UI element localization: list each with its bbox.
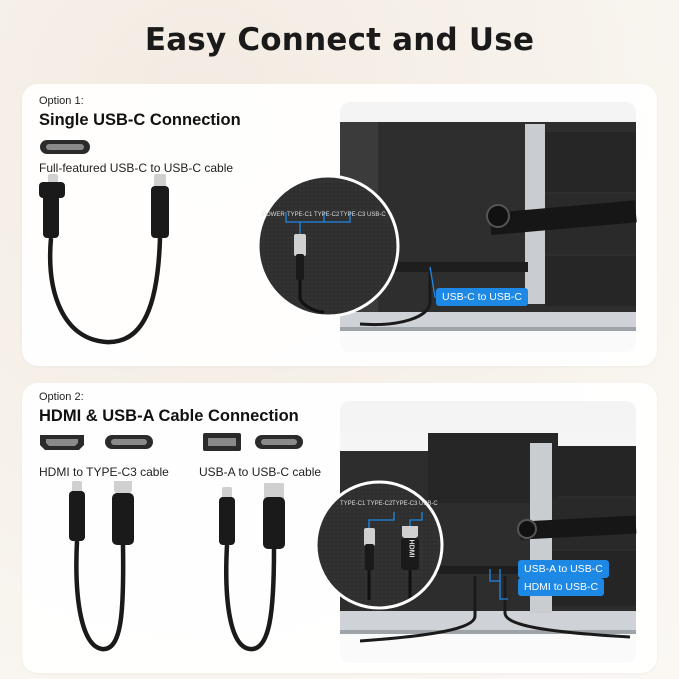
- option2-heading: HDMI & USB-A Cable Connection: [39, 407, 299, 425]
- hdmi-to-usb-c-cable-icon: [69, 481, 134, 652]
- port-label-type-c2-2: TYPE-C2: [367, 501, 393, 507]
- hdmi-plug-text: HDMI: [407, 539, 415, 558]
- port-label-type-c1-2: TYPE-C1: [340, 501, 366, 507]
- port-zoom-magnifier: [256, 174, 400, 318]
- hdmi-cable-caption: HDMI to TYPE-C3 cable: [39, 465, 169, 479]
- option1-label: Option 1:: [39, 95, 84, 107]
- usb-c-port-icon-2: [105, 435, 153, 449]
- usb-c-port-icon: [40, 140, 90, 154]
- port-zoom-magnifier-2: [314, 480, 444, 610]
- option1-cable-caption: Full-featured USB-C to USB-C cable: [39, 161, 234, 175]
- page-title: Easy Connect and Use: [144, 22, 535, 58]
- port-label-power: POWER: [262, 212, 285, 218]
- usb-a-cable-caption: USB-A to USB-C cable: [199, 465, 322, 479]
- callout-usb-c-to-usb-c: USB-C to USB-C: [436, 288, 528, 306]
- callout-hdmi-to-usb-c: HDMI to USB-C: [518, 578, 605, 596]
- port-label-type-c3: TYPE-C3 USB-C: [340, 212, 386, 218]
- callout-usb-a-to-usb-c: USB-A to USB-C: [518, 560, 609, 578]
- option1-heading: Single USB-C Connection: [39, 111, 241, 129]
- usb-a-to-usb-c-cable-icon: [219, 483, 285, 652]
- port-label-type-c3-2: TYPE-C3 USB-C: [392, 501, 438, 507]
- port-label-type-c1: TYPE-C1: [287, 212, 313, 218]
- option2-label: Option 2:: [39, 391, 84, 403]
- hdmi-port-icon: [40, 435, 84, 450]
- usb-a-port-icon: [203, 433, 241, 451]
- option1-panel: Option 1: Single USB-C Connection Full-f…: [22, 84, 657, 366]
- usb-c-port-icon-3: [255, 435, 303, 449]
- option2-panel: Option 2: HDMI & USB-A Cable Connection …: [22, 383, 657, 673]
- usb-c-cable-icon: [39, 174, 169, 345]
- port-label-type-c2: TYPE-C2: [314, 212, 340, 218]
